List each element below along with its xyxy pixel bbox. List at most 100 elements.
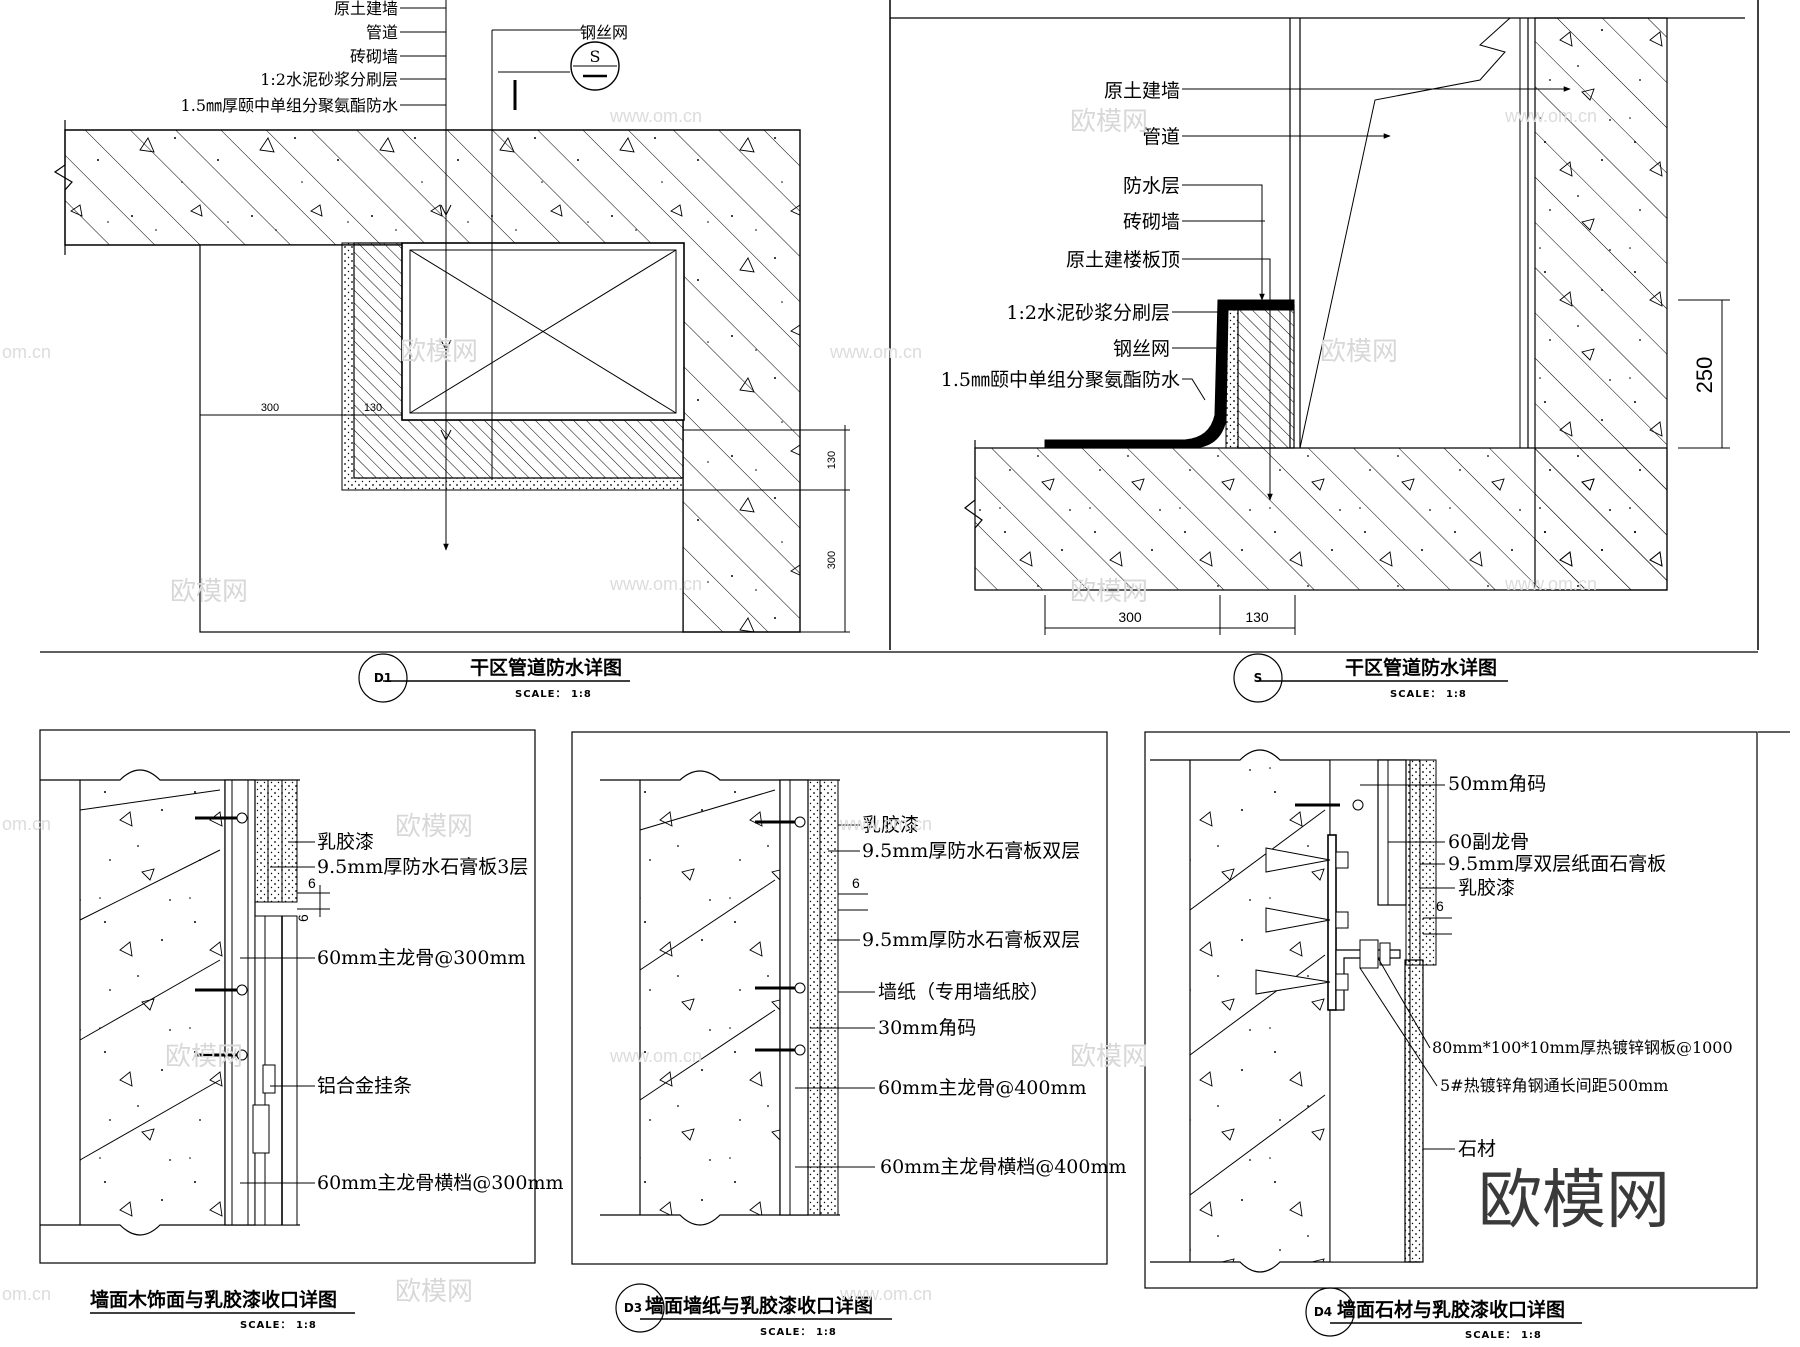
brand-logo: 欧模网 (1478, 1164, 1670, 1238)
detail-d4: 50mm角码 60副龙骨 9.5mm厚双层纸面石膏板 乳胶漆 80mm*100*… (1144, 731, 1790, 1341)
d4-marker-circle (1305, 1287, 1355, 1337)
s-scale: SCALE： 1:8 (1390, 689, 1467, 700)
d1-section-letter: S (590, 47, 601, 66)
s-label-5: 1:2水泥砂浆分刷层 (1006, 302, 1170, 324)
d4-title: 墙面石材与乳胶漆收口详图 (1337, 1298, 1565, 1321)
d1-label-4: 1.5㎜厚颐中单组分聚氨酯防水 (181, 96, 398, 115)
watermark-layer: 欧模网 欧模网 欧模网 欧模网 欧模网 欧模网 欧模网 欧模网 欧模网 www.… (2, 106, 1670, 1307)
watermark: 欧模网 (400, 337, 478, 367)
d3-frame (571, 731, 1108, 1265)
s-dim-250: 250 (1692, 357, 1717, 394)
d1-dimensions: 300 130 130 300 (200, 402, 850, 633)
d3-labels: 乳胶漆 9.5mm厚防水石膏板双层 9.5mm厚防水石膏板双层 墙纸（专用墙纸胶… (795, 814, 1127, 1178)
d3-scale: SCALE： 1:8 (760, 1327, 837, 1338)
watermark-url: www.om.cn (609, 574, 702, 594)
d2-screws (195, 812, 248, 1061)
watermark: 欧模网 (165, 1042, 243, 1072)
watermark-url: om.cn (2, 814, 51, 834)
d2-concrete-wall (80, 780, 225, 1225)
watermark: 欧模网 (395, 812, 473, 842)
d2-gap-top: 6 (308, 875, 316, 891)
d4-label-6: 石材 (1458, 1138, 1496, 1160)
d2-gap-side: 6 (295, 914, 311, 922)
d3-label-6: 60mm主龙骨横档@400mm (880, 1156, 1127, 1178)
d1-label-0: 原土建墙 (334, 0, 398, 18)
d3-title: 墙面墙纸与乳胶漆收口详图 (645, 1294, 873, 1317)
d4-label-3: 乳胶漆 (1458, 877, 1515, 899)
d2-labels: 乳胶漆 9.5mm厚防水石膏板3层 60mm主龙骨@300mm 铝合金挂条 60… (240, 831, 564, 1194)
watermark-url: www.om.cn (1504, 106, 1597, 126)
d3-label-3: 墙纸（专用墙纸胶） (878, 981, 1049, 1003)
d4-label-2: 9.5mm厚双层纸面石膏板 (1448, 852, 1666, 875)
watermark-url: om.cn (2, 342, 51, 362)
d3-label-4: 30mm角码 (878, 1017, 976, 1039)
watermark: 欧模网 (1070, 107, 1148, 137)
d3-label-5: 60mm主龙骨@400mm (878, 1077, 1087, 1099)
detail-d2: 乳胶漆 9.5mm厚防水石膏板3层 60mm主龙骨@300mm 铝合金挂条 60… (39, 729, 564, 1331)
d4-label-1: 60副龙骨 (1448, 831, 1529, 853)
s-title: 干区管道防水详图 (1345, 656, 1497, 679)
d1-dim-130-top: 130 (364, 402, 382, 414)
d1-mesh-label: 钢丝网 (580, 23, 628, 42)
d4-stone (1404, 959, 1424, 1263)
d1-label-stack: 原土建墙 管道 砖砌墙 1:2水泥砂浆分刷层 1.5㎜厚颐中单组分聚氨酯防水 (181, 0, 452, 442)
d1-marker-circle (358, 653, 408, 703)
s-label-stack: 原土建墙 管道 防水层 砖砌墙 原土建楼板顶 1:2水泥砂浆分刷层 钢丝网 1.… (941, 80, 1571, 501)
s-label-2: 防水层 (1123, 175, 1180, 197)
watermark-url: www.om.cn (829, 342, 922, 362)
s-dimensions: 250 300 130 (1044, 299, 1730, 635)
d1-title: 干区管道防水详图 (470, 656, 622, 679)
d4-steel-plate (1327, 834, 1337, 1011)
s-label-7: 1.5㎜颐中单组分聚氨酯防水 (941, 369, 1180, 391)
watermark: 欧模网 (1070, 577, 1148, 607)
d4-gap: 6 (1436, 898, 1444, 914)
d1-dim-300: 300 (261, 402, 279, 414)
d1-label-1: 管道 (366, 23, 398, 42)
s-marker-text: S (1254, 671, 1263, 685)
d2-label-0: 乳胶漆 (317, 831, 374, 853)
watermark: 欧模网 (395, 1277, 473, 1307)
d2-label-2: 60mm主龙骨@300mm (317, 947, 526, 969)
d3-label-0: 乳胶漆 (862, 814, 919, 836)
d3-marker-circle (615, 1283, 665, 1333)
s-label-1: 管道 (1142, 126, 1180, 148)
d4-label-0: 50mm角码 (1448, 773, 1546, 795)
s-label-4: 原土建楼板顶 (1066, 249, 1180, 271)
s-label-0: 原土建墙 (1104, 80, 1180, 102)
watermark-url: www.om.cn (609, 1046, 702, 1066)
d3-label-2: 9.5mm厚防水石膏板双层 (862, 928, 1080, 951)
d1-label-3: 1:2水泥砂浆分刷层 (260, 70, 398, 89)
d2-label-4: 60mm主龙骨横档@300mm (317, 1172, 564, 1194)
d1-dim-130-right: 130 (826, 451, 838, 469)
watermark-url: www.om.cn (839, 1284, 932, 1304)
d4-angle-steel (1335, 949, 1401, 1011)
d3-concrete-wall (640, 780, 780, 1215)
watermark: 欧模网 (1070, 1042, 1148, 1072)
detail-d3: 乳胶漆 9.5mm厚防水石膏板双层 9.5mm厚防水石膏板双层 墙纸（专用墙纸胶… (571, 731, 1127, 1338)
s-brick-wall (1237, 304, 1295, 449)
watermark: 欧模网 (170, 577, 248, 607)
d4-label-5: 5#热镀锌角钢通长间距500mm (1440, 1076, 1668, 1095)
d1-scale: SCALE： 1:8 (515, 689, 592, 700)
s-label-3: 砖砌墙 (1123, 211, 1180, 233)
d3-screws (755, 816, 806, 1056)
s-waterproof-layer (1044, 299, 1295, 449)
d1-marker-text: D1 (374, 671, 392, 685)
d2-title: 墙面木饰面与乳胶漆收口详图 (90, 1288, 337, 1311)
watermark-url: om.cn (2, 1284, 51, 1304)
d2-label-3: 铝合金挂条 (317, 1075, 412, 1097)
d4-label-4: 80mm*100*10mm厚热镀锌钢板@1000 (1432, 1038, 1733, 1057)
watermark-url: www.om.cn (1504, 574, 1597, 594)
watermark-url: www.om.cn (609, 106, 702, 126)
d1-dim-300-right: 300 (826, 551, 838, 569)
d3-marker-text: D3 (624, 1301, 642, 1315)
watermark-url: www.om.cn (839, 814, 932, 834)
detail-d1: S 钢丝网 原土建墙 管道 砖砌墙 1:2水泥砂浆分刷层 1.5㎜厚颐中单组分聚… (53, 0, 850, 703)
s-dim-130: 130 (1245, 609, 1269, 625)
watermark: 欧模网 (1320, 337, 1398, 367)
d4-labels: 50mm角码 60副龙骨 9.5mm厚双层纸面石膏板 乳胶漆 80mm*100*… (1359, 773, 1733, 1160)
s-marker-circle (1233, 653, 1283, 703)
s-label-6: 钢丝网 (1113, 338, 1170, 360)
d3-gap: 6 (852, 875, 860, 891)
